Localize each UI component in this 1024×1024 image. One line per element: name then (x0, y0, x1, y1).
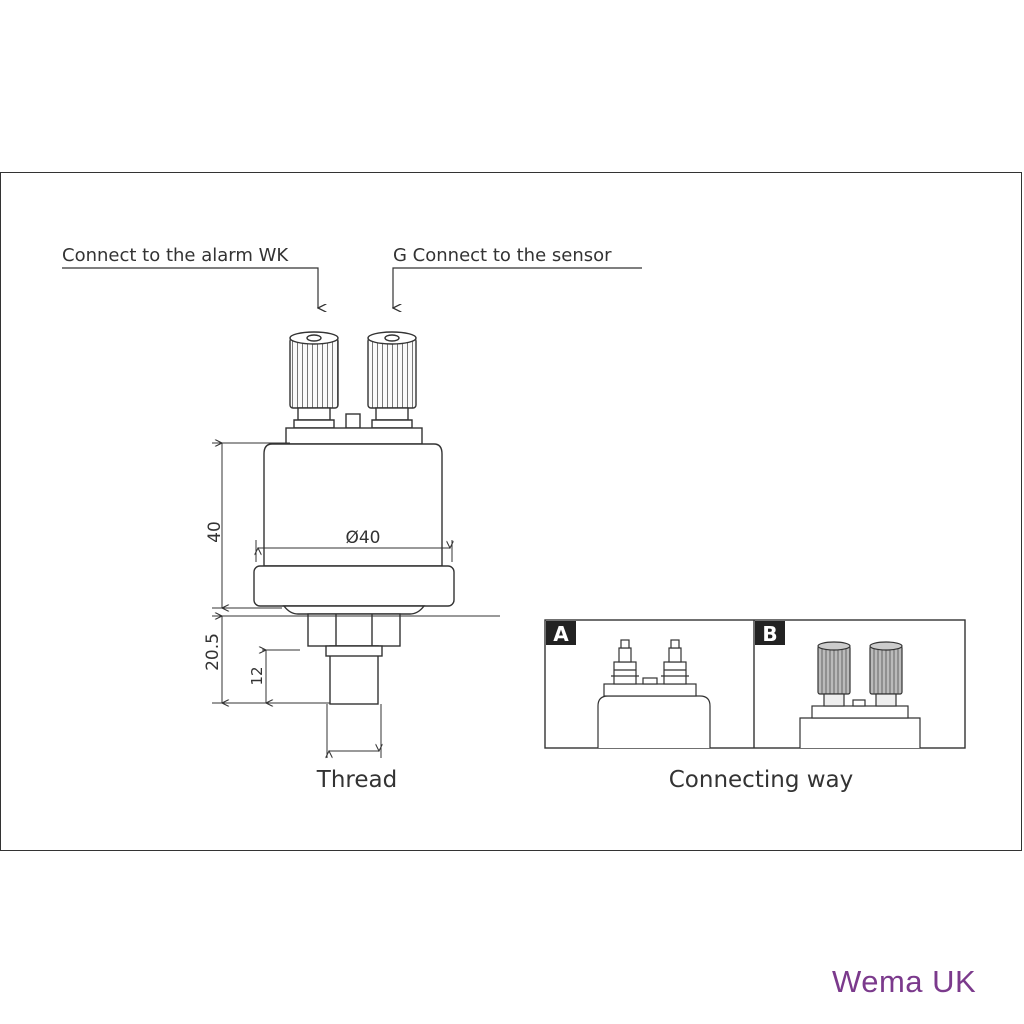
left-terminal (289, 331, 339, 429)
thread-short-label: 12 (248, 666, 266, 685)
sensor-leader-arrow (393, 267, 642, 308)
connecting-panels: A B (544, 619, 966, 749)
panel-b: B (755, 621, 921, 748)
right-terminal (367, 331, 417, 429)
panel-b-letter: B (762, 622, 777, 646)
panel-a-letter: A (553, 622, 569, 646)
alarm-label: Connect to the alarm WK (62, 245, 289, 266)
diameter-dimension-label: Ø40 (345, 528, 380, 548)
panel-b-badge (755, 621, 785, 645)
thread-length-label: 20.5 (203, 633, 223, 671)
dimensions (212, 443, 500, 758)
panel-a-badge (546, 621, 576, 645)
thread-caption: Thread (316, 767, 397, 793)
brand-watermark: Wema UK (832, 964, 977, 999)
diagram-frame (0, 172, 1022, 851)
height-dimension-label: 40 (205, 521, 225, 543)
connecting-caption: Connecting way (669, 767, 854, 793)
panel-a: A (546, 621, 711, 748)
sensor-label: G Connect to the sensor (393, 245, 612, 266)
alarm-leader-arrow (62, 267, 318, 308)
sensor-drawing (253, 331, 455, 705)
